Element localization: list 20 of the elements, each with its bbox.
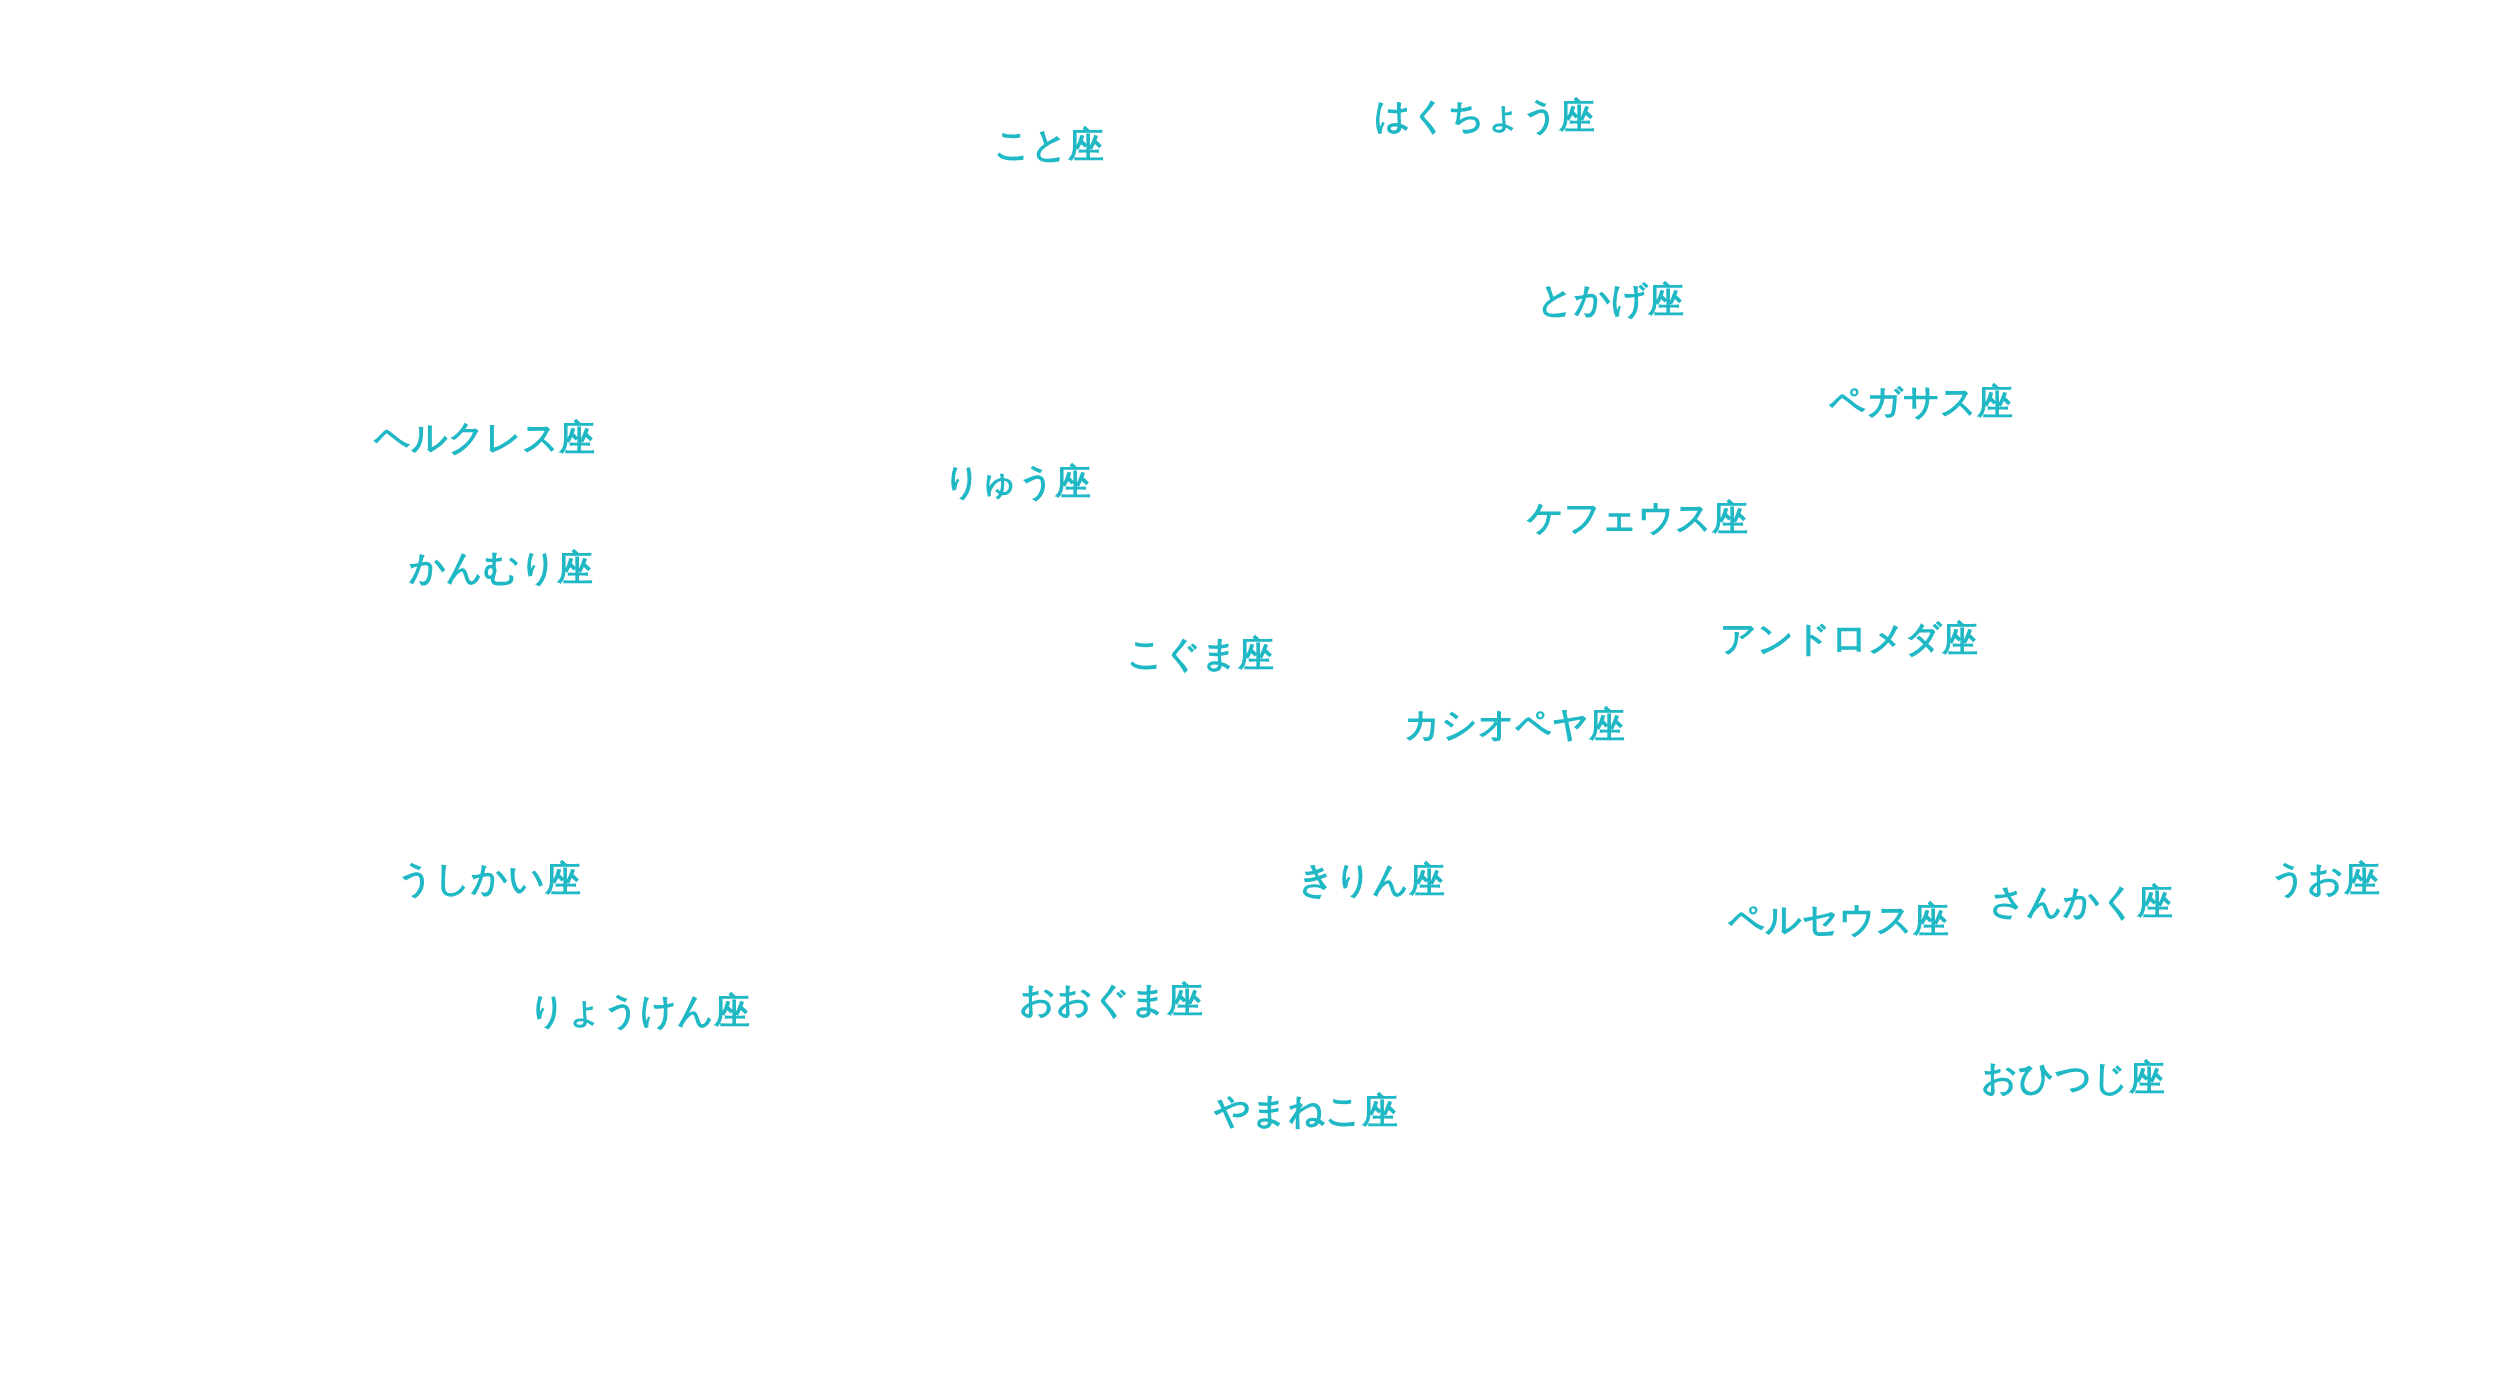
constellation-name: りゅう座 bbox=[943, 459, 1091, 504]
constellation-name: かんむり座 bbox=[408, 545, 593, 590]
constellation-name: りょうけん座 bbox=[528, 988, 750, 1033]
constellation-name: とかげ座 bbox=[1536, 277, 1684, 322]
constellation-name: さんかく座 bbox=[1988, 879, 2173, 924]
constellation-name: きりん座 bbox=[1297, 857, 1445, 902]
constellation-name: ケフェウス座 bbox=[1526, 495, 1748, 540]
constellation-name: こと座 bbox=[994, 122, 1105, 167]
constellation-name: おおぐま座 bbox=[1019, 977, 1204, 1022]
constellation-name: アンドロメダ座 bbox=[1720, 616, 1979, 661]
constellation-name: うしかい座 bbox=[397, 856, 582, 901]
constellation-name: やまねこ座 bbox=[1213, 1088, 1398, 1133]
constellation-name: こぐま座 bbox=[1127, 631, 1275, 676]
constellation-name: ペガサス座 bbox=[1829, 379, 2014, 424]
constellation-name: カシオペヤ座 bbox=[1404, 702, 1626, 747]
constellation-name: ヘルクレス座 bbox=[374, 415, 596, 460]
constellation-name: ペルセウス座 bbox=[1727, 897, 1949, 942]
constellation-name: うお座 bbox=[2269, 856, 2380, 901]
constellation-name: おひつじ座 bbox=[1980, 1055, 2165, 1100]
constellation-name: はくちょう座 bbox=[1373, 93, 1595, 138]
